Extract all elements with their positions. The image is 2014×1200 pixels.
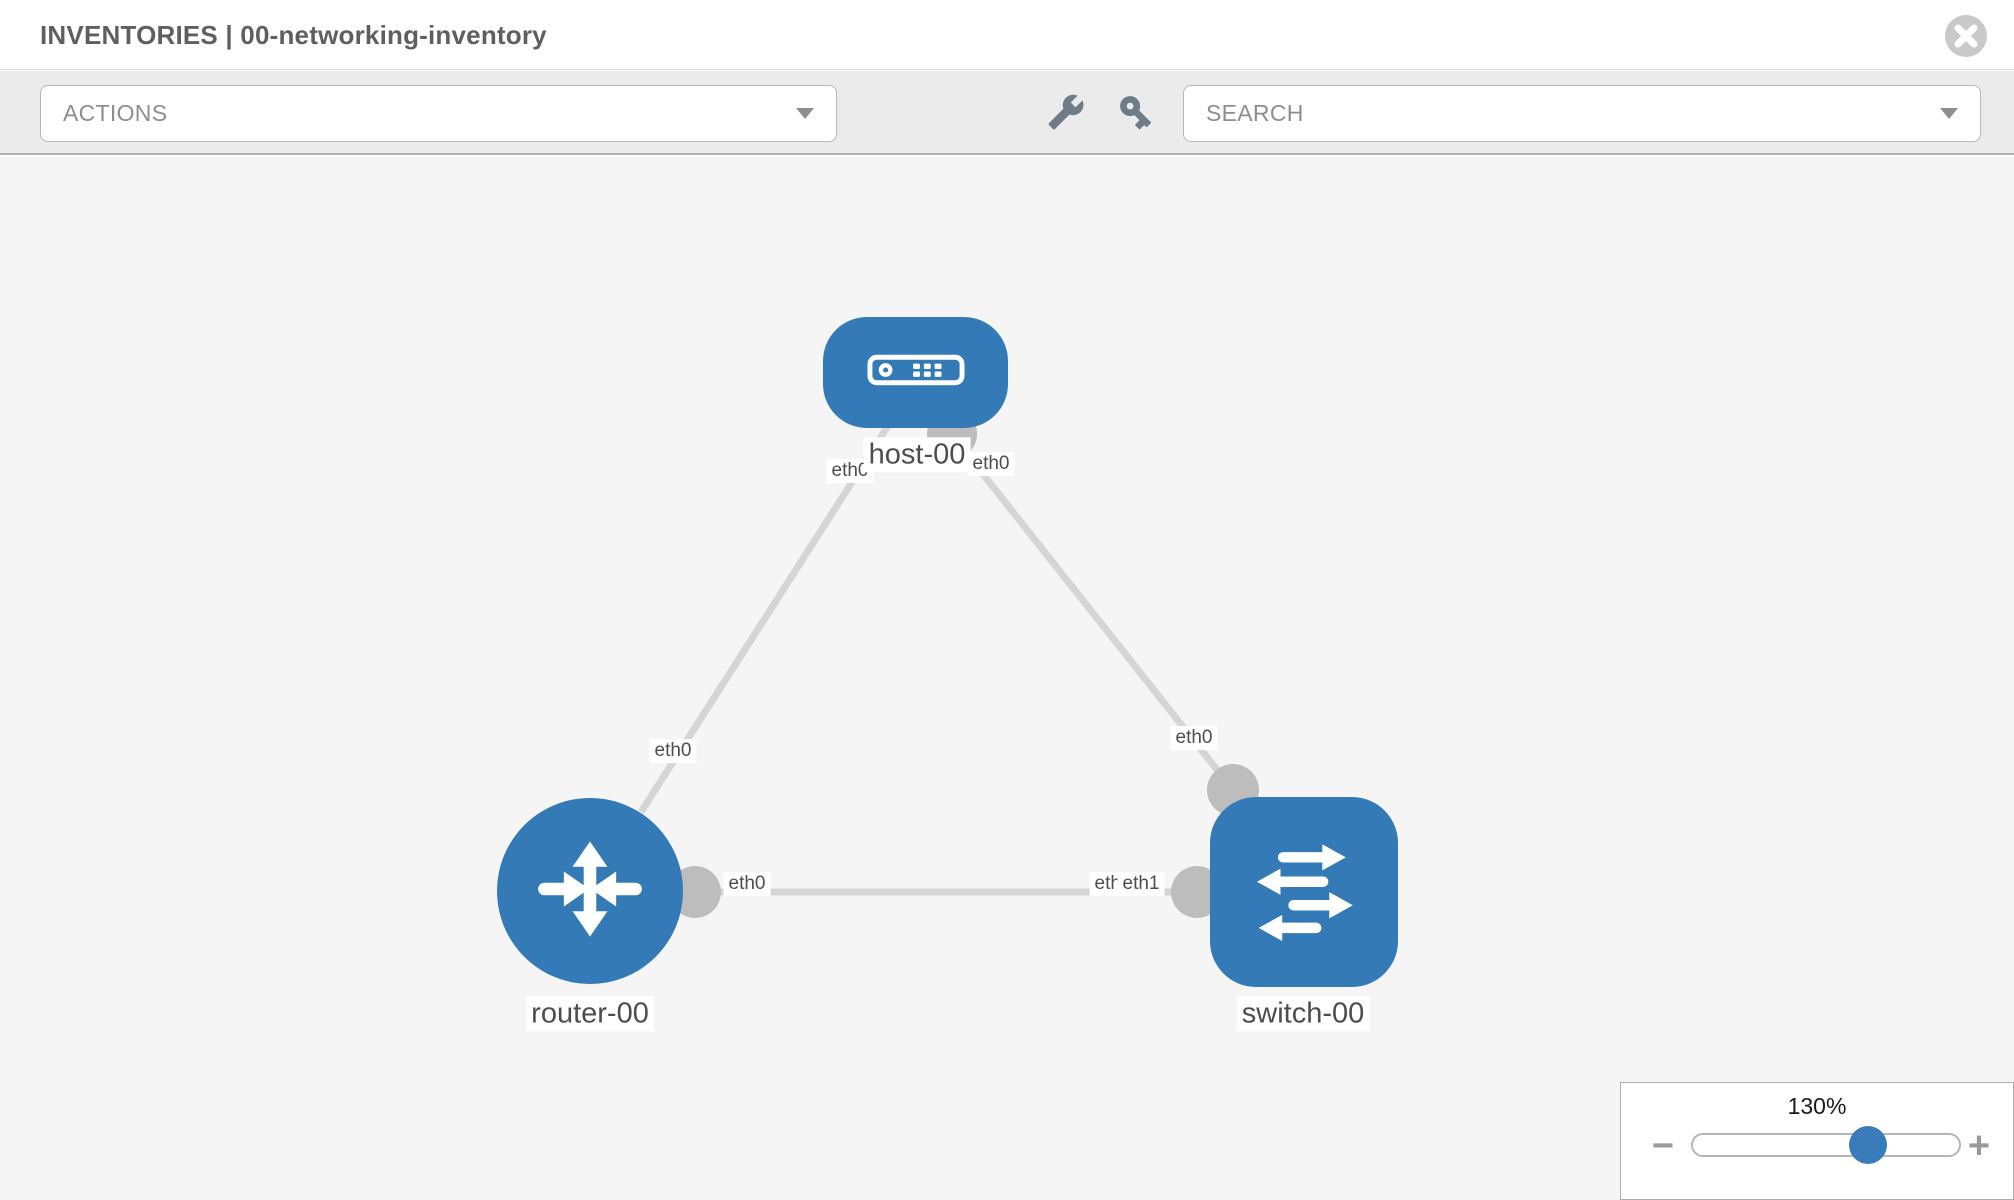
header: INVENTORIES | 00-networking-inventory: [0, 0, 2014, 70]
zoom-slider-thumb[interactable]: [1849, 1126, 1887, 1164]
node-label-host: host-00: [863, 437, 971, 473]
key-icon: [1116, 92, 1156, 135]
interface-label: eth0: [967, 452, 1015, 476]
zoom-out-button[interactable]: −: [1643, 1123, 1683, 1169]
node-host[interactable]: [823, 317, 1008, 428]
switch-icon: [1243, 835, 1365, 950]
zoom-slider-track[interactable]: [1691, 1126, 1961, 1164]
actions-dropdown[interactable]: ACTIONS: [40, 85, 837, 142]
topology-canvas[interactable]: eth0 eth0 eth0 eth0 eth0 eth0 eth1 host-…: [0, 157, 2014, 1200]
host-icon: [866, 354, 965, 391]
actions-dropdown-label: ACTIONS: [63, 100, 168, 126]
search-dropdown-label: SEARCH: [1206, 100, 1304, 126]
interface-label: eth0: [826, 459, 874, 483]
zoom-panel: 130% − +: [1620, 1082, 2014, 1200]
credentials-button[interactable]: [1108, 71, 1164, 155]
router-icon: [527, 826, 653, 957]
node-label-router: router-00: [526, 996, 654, 1032]
search-dropdown[interactable]: SEARCH: [1183, 85, 1981, 142]
close-button[interactable]: [1943, 13, 1989, 59]
zoom-level-value: 130%: [1787, 1093, 1847, 1119]
links-layer: [638, 409, 1259, 918]
interface-label: eth0: [1170, 726, 1218, 750]
interface-label: eth1: [1117, 872, 1165, 896]
chevron-down-icon: [796, 108, 814, 119]
page-title: INVENTORIES | 00-networking-inventory: [40, 19, 547, 50]
interface-label: eth0: [723, 872, 771, 896]
node-switch[interactable]: [1210, 797, 1398, 987]
chevron-down-icon: [1940, 108, 1958, 119]
interface-label: eth0: [649, 739, 697, 763]
node-router[interactable]: [497, 798, 683, 984]
close-icon: [1943, 15, 1989, 62]
toolbar: ACTIONS SEARCH: [0, 71, 2014, 155]
node-label-switch: switch-00: [1236, 996, 1370, 1032]
wrench-icon: [1047, 93, 1085, 134]
zoom-in-button[interactable]: +: [1959, 1123, 1999, 1169]
tools-button[interactable]: [1038, 71, 1094, 155]
